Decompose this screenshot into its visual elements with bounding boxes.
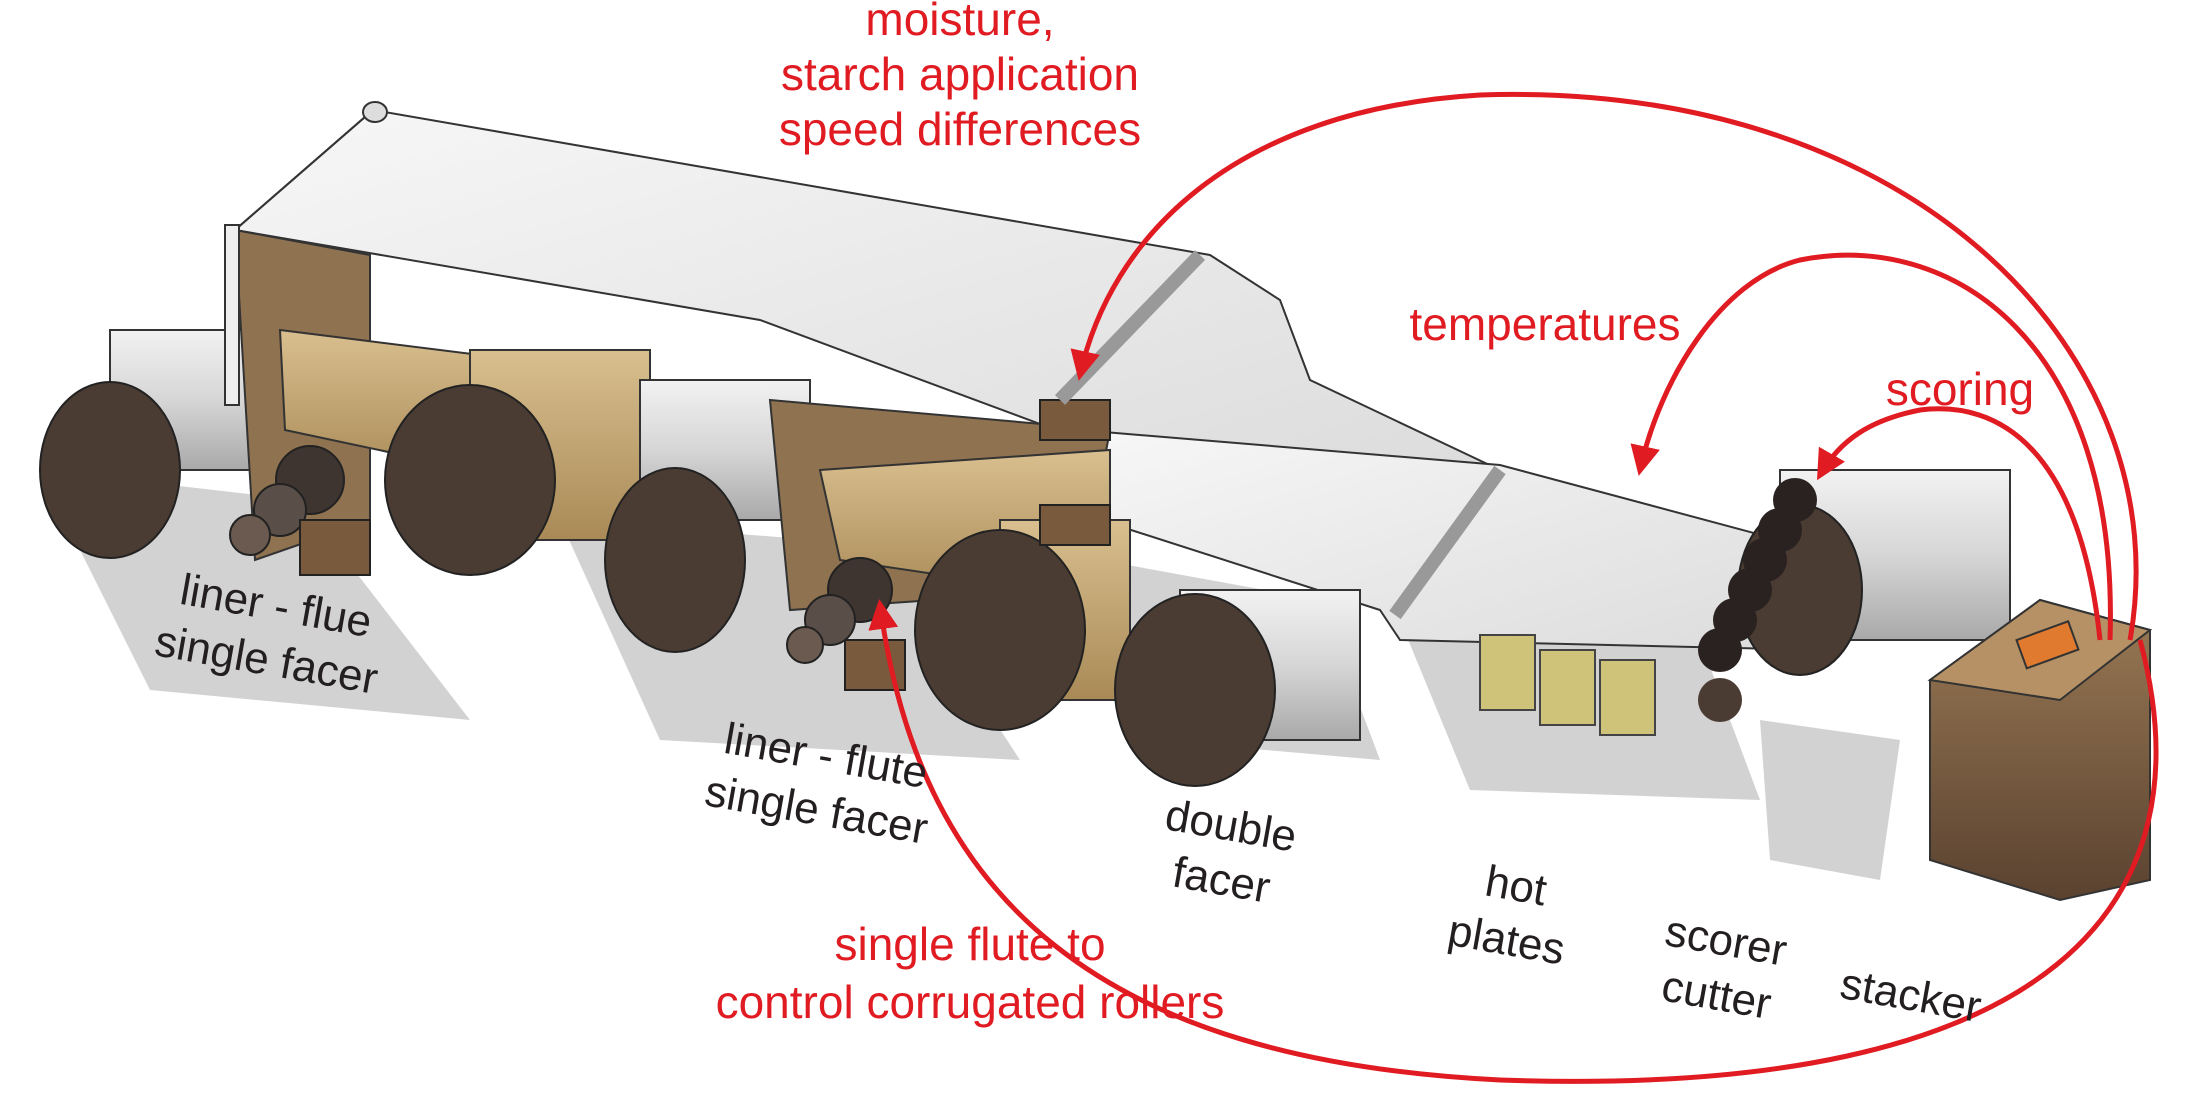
arrow-single-flute — [868, 599, 2159, 1084]
label-scorer-cutter-2: cutter — [1658, 962, 1775, 1029]
scorer-cutter-unit — [1698, 469, 2011, 722]
arrow-temperatures — [1630, 252, 2113, 641]
feedback-labels: moisture, starch application speed diffe… — [716, 0, 2035, 1028]
stacker-unit — [1927, 598, 2153, 902]
label-scoring: scoring — [1886, 363, 2034, 415]
hot-plates-unit — [1479, 634, 1656, 736]
liner-flute-single-facer-unit — [604, 250, 1206, 731]
feedback-arrows — [868, 91, 2159, 1084]
arrow-moisture — [1070, 91, 2139, 641]
double-facer-unit — [1114, 465, 1506, 787]
label-moisture-3: speed differences — [779, 103, 1141, 155]
label-single-flute-2: control corrugated rollers — [716, 976, 1225, 1028]
label-moisture-2: starch application — [781, 48, 1139, 100]
arrow-scoring — [1817, 406, 2103, 641]
label-moisture-1: moisture, — [865, 0, 1054, 45]
liner-flue-single-facer-unit — [39, 101, 651, 576]
label-single-flute-1: single flute to — [834, 918, 1105, 970]
label-hot-plates-2: plates — [1444, 906, 1568, 975]
label-double-facer-2: facer — [1169, 848, 1274, 913]
label-temperatures: temperatures — [1409, 298, 1680, 350]
paper-roll — [39, 381, 181, 559]
label-hot-plates-1: hot — [1482, 857, 1551, 916]
label-stacker: stacker — [1837, 959, 1985, 1032]
